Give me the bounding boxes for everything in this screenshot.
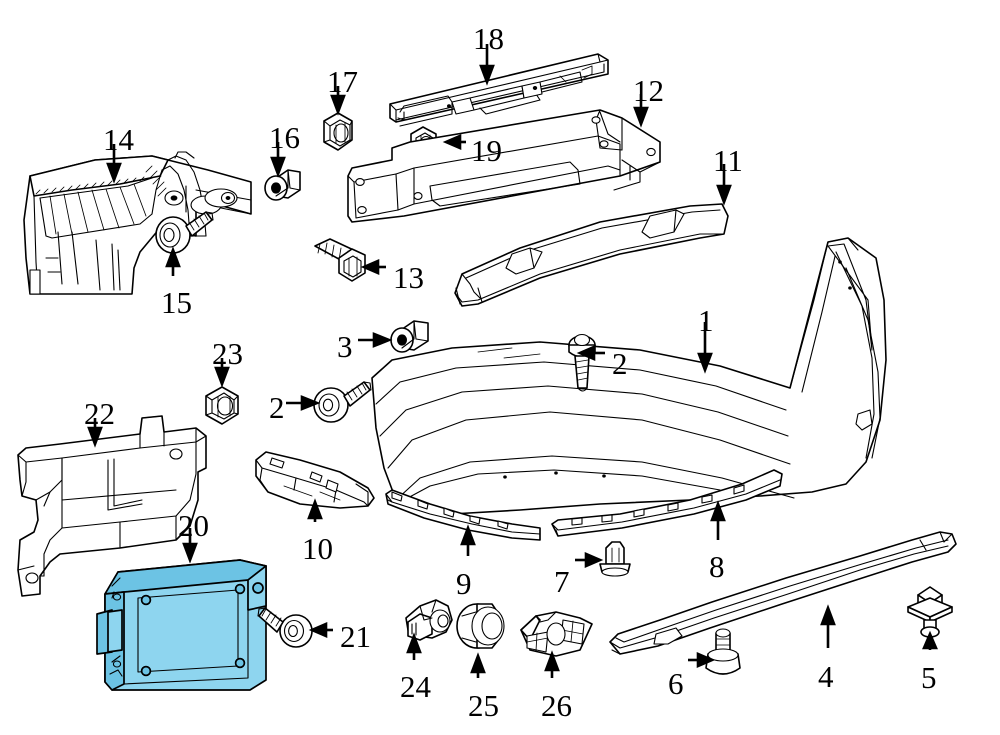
callout-number-bumper-cover-screw[interactable]: 2 (612, 346, 628, 381)
callout-number-radar-module-bracket[interactable]: 22 (84, 396, 115, 431)
part-lower-trim-molding-right[interactable] (551, 469, 783, 537)
part-sensor-bracket-plate[interactable] (520, 611, 593, 657)
part-sensor-retainer-ring[interactable] (456, 603, 505, 649)
part-hex-nut[interactable] (205, 386, 239, 425)
part-retainer-clip[interactable] (390, 320, 429, 353)
callout-number-bumper-energy-absorber[interactable]: 11 (713, 143, 743, 178)
callout-number-retainer-clip[interactable]: 3 (337, 329, 353, 364)
callout-arrows (87, 44, 938, 678)
part-crossmember-rail[interactable] (389, 53, 609, 127)
callout-number-reflector-trim-bezel[interactable]: 10 (302, 531, 333, 566)
part-rear-body-bracket[interactable] (23, 151, 252, 295)
part-rear-bumper-cover[interactable] (371, 237, 887, 515)
part-bracket-screw[interactable] (155, 211, 214, 254)
part-bumper-energy-absorber[interactable] (454, 203, 729, 307)
callout-number-bumper-cover-screw[interactable]: 2 (269, 390, 285, 425)
part-lower-valance-spoiler[interactable] (609, 531, 957, 655)
part-blind-spot-radar-module[interactable] (96, 559, 267, 691)
callout-number-lower-trim-molding-left[interactable]: 9 (456, 566, 472, 601)
part-park-assist-sensor[interactable] (405, 599, 453, 641)
callout-number-sensor-bracket-plate[interactable]: 26 (541, 688, 572, 723)
part-reflector-trim-bezel[interactable] (255, 451, 375, 509)
callout-number-flange-nut-small[interactable]: 19 (471, 133, 502, 168)
part-bumper-cover-screw-left[interactable] (313, 381, 372, 423)
part-bumper-reinforcement-bar[interactable] (347, 109, 661, 223)
callout-number-sensor-retainer-ring[interactable]: 25 (468, 688, 499, 723)
callout-number-blind-spot-radar-module[interactable]: 20 (178, 508, 209, 543)
callout-number-flange-nut-large[interactable]: 17 (327, 64, 358, 99)
callout-number-rear-body-bracket[interactable]: 14 (103, 122, 134, 157)
part-reinforcement-bolt[interactable] (314, 238, 366, 282)
callout-number-bracket-screw[interactable]: 15 (161, 285, 192, 320)
callout-number-push-pin-clip[interactable]: 5 (921, 660, 937, 695)
part-push-pin-clip[interactable] (907, 586, 953, 638)
callout-number-module-mounting-screw[interactable]: 21 (340, 619, 371, 654)
part-bushing-stopper[interactable] (264, 169, 301, 201)
part-radar-module-bracket[interactable] (17, 415, 207, 597)
part-flange-nut-large[interactable] (323, 112, 353, 151)
callout-number-hex-nut[interactable]: 23 (212, 336, 243, 371)
callout-number-bumper-reinforcement-bar[interactable]: 12 (633, 73, 664, 108)
callout-number-crossmember-rail[interactable]: 18 (473, 21, 504, 56)
part-trim-clip[interactable] (599, 541, 631, 577)
part-lower-trim-molding-left[interactable] (385, 489, 541, 541)
part-valance-screw-grommet[interactable] (705, 628, 741, 675)
callout-number-lower-trim-molding-right[interactable]: 8 (709, 549, 725, 584)
callout-number-trim-clip[interactable]: 7 (554, 564, 570, 599)
callout-number-reinforcement-bolt[interactable]: 13 (393, 260, 424, 295)
callout-number-lower-valance-spoiler[interactable]: 4 (818, 659, 834, 694)
callout-number-bushing-stopper[interactable]: 16 (269, 120, 300, 155)
callout-number-valance-screw-grommet[interactable]: 6 (668, 666, 684, 701)
callout-number-rear-bumper-cover[interactable]: 1 (698, 303, 714, 338)
callout-number-park-assist-sensor[interactable]: 24 (400, 669, 431, 704)
